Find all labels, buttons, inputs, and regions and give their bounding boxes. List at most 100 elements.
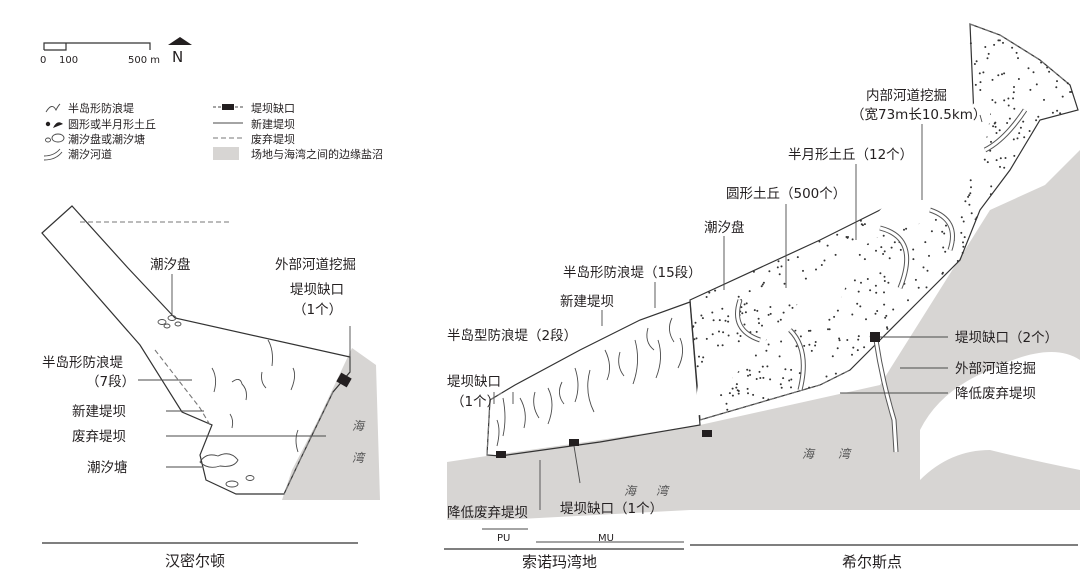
mound-dot: [782, 311, 785, 314]
mound-dot: [748, 290, 751, 293]
mound-dot: [756, 309, 759, 312]
mound-dot: [970, 186, 972, 189]
mound-dot: [741, 312, 744, 315]
mound-dot: [956, 260, 959, 262]
mound-dot: [851, 353, 853, 356]
mound-dot: [755, 378, 758, 380]
sonoma-site-name: 索诺玛湾地: [522, 553, 597, 571]
mound-dot: [1070, 90, 1073, 93]
mound-dot: [765, 349, 768, 352]
mound-dot: [790, 386, 792, 389]
mound-dot: [712, 319, 715, 322]
mound-dot: [717, 344, 719, 347]
mound-dot: [986, 161, 989, 164]
hillpoint-half-mound-label: 半月形土丘（12个）: [788, 147, 913, 163]
mound-dot: [1032, 71, 1035, 74]
mound-dot: [912, 248, 915, 251]
mound-dot: [974, 83, 977, 86]
mound-dot: [727, 320, 730, 323]
mound-dot: [718, 319, 721, 322]
mound-dot: [856, 349, 859, 352]
hamilton-tidal-pond-label: 潮汐塘: [87, 460, 128, 476]
mound-dot: [808, 386, 811, 389]
mound-dot: [866, 278, 869, 280]
legend-tidal-pan-icon: [45, 133, 65, 143]
mound-dot: [876, 310, 879, 312]
mound-dot: [960, 216, 963, 219]
mound-dot: [737, 392, 740, 395]
sonoma-breach-b-label: 堤坝缺口（1个）: [560, 501, 663, 517]
mound-dot: [825, 375, 828, 378]
mound-dot: [808, 343, 811, 346]
mound-dot: [961, 251, 964, 254]
hillpoint-inner-channel-label: 内部河道挖掘: [866, 88, 947, 104]
mound-dot: [767, 398, 770, 401]
mound-dot: [860, 281, 862, 284]
mound-dot: [968, 194, 971, 197]
mound-dot: [888, 257, 891, 260]
hamilton-peninsula-berms: [211, 339, 299, 453]
mound-dot: [999, 157, 1002, 160]
mound-dot: [1061, 95, 1064, 98]
mound-dot: [962, 241, 964, 244]
mound-dot: [995, 132, 998, 134]
mound-dot: [691, 326, 694, 329]
mound-dot: [943, 232, 946, 235]
legend-marsh-icon: [213, 147, 239, 160]
mound-dot: [883, 250, 886, 253]
sonoma-breach-b: [569, 439, 579, 446]
legend-breach: 堤坝缺口: [251, 101, 295, 115]
mound-dot: [986, 57, 989, 60]
mound-dot: [907, 299, 909, 302]
mound-dot: [978, 72, 981, 75]
mound-dot: [944, 250, 947, 253]
mound-dot: [1002, 41, 1004, 44]
mound-dot: [997, 74, 1000, 77]
mound-dot: [731, 394, 734, 397]
hamilton-map: 潮汐盘 外部河道挖掘 堤坝缺口 （1个） 半岛形防浪堤 （7段） 新建堤坝 废弃…: [41, 205, 380, 570]
mound-dot: [998, 39, 1001, 42]
mound-dot: [1017, 78, 1020, 80]
mound-dot: [863, 258, 866, 261]
mound-dot: [810, 349, 813, 352]
mound-dot: [1016, 137, 1019, 140]
mound-dot: [711, 333, 714, 336]
mound-dot: [882, 234, 885, 237]
legend-tidal-channel: 潮汐河道: [68, 147, 112, 161]
hamilton-tidal-pond: [199, 453, 255, 488]
mound-dot: [903, 228, 905, 231]
mound-dot: [744, 311, 747, 314]
legend-mound: 圆形或半月形土丘: [68, 117, 156, 131]
mound-dot: [999, 165, 1001, 168]
hamilton-breach-count: （1个）: [293, 302, 342, 318]
mound-dot: [1027, 67, 1030, 70]
mound-dot: [852, 346, 855, 349]
mound-dot: [973, 63, 976, 65]
sonoma-mu-label: MU: [598, 533, 614, 544]
mound-dot: [720, 394, 723, 397]
mound-dot: [1069, 91, 1072, 93]
sonoma-breach-a-label: 堤坝缺口: [447, 374, 501, 390]
mound-dot: [836, 233, 839, 236]
mound-dot: [777, 260, 780, 263]
mound-dot: [975, 60, 978, 63]
hamilton-tidal-pans: [157, 315, 182, 329]
mound-dot: [992, 125, 995, 128]
mound-dot: [722, 331, 725, 334]
mound-dot: [851, 238, 854, 241]
mound-dot: [757, 317, 760, 320]
mound-dot: [857, 338, 860, 341]
mound-dot: [743, 303, 746, 306]
mound-dot: [698, 355, 700, 358]
mound-dot: [886, 326, 888, 329]
mound-dot: [883, 291, 885, 294]
sonoma-peninsula-b-label: 半岛形防浪堤（15段）: [563, 265, 702, 281]
mound-dot: [1056, 109, 1059, 112]
mound-dot: [1035, 119, 1038, 122]
legend-breach-icon: [213, 104, 243, 110]
sonoma-pu-label: PU: [497, 533, 510, 544]
mound-dot: [969, 179, 972, 182]
mound-dot: [776, 266, 779, 269]
mound-dot: [836, 309, 839, 312]
mound-dot: [788, 379, 791, 382]
